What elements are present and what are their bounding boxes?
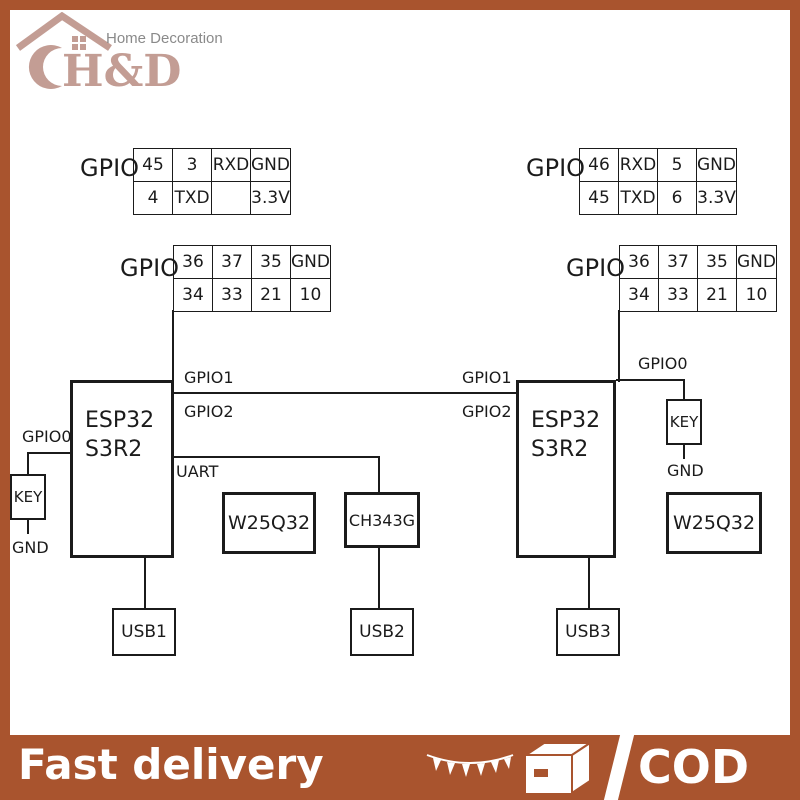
bunting-icon: [426, 754, 514, 777]
right-gpio1-label: GPIO1: [462, 368, 512, 387]
wire: [172, 310, 174, 382]
right-gpio2-label: GPIO2: [462, 402, 512, 421]
left-bottom-gpio-label: GPIO: [120, 254, 180, 282]
pin-cell: 21: [251, 278, 291, 312]
pin-cell: 3.3V: [696, 181, 737, 215]
right-esp32-chip: ESP32 S3R2: [516, 380, 616, 558]
chip-model: ESP32: [85, 408, 155, 433]
pin-cell: TXD: [172, 181, 212, 215]
logo-crescent-icon: [28, 45, 62, 90]
left-key-gnd-label: GND: [12, 538, 49, 557]
pin-cell: 10: [290, 278, 331, 312]
frame-right: [790, 0, 800, 735]
left-esp32-chip: ESP32 S3R2: [70, 380, 174, 558]
uart-label: UART: [176, 462, 219, 481]
chip-variant: S3R2: [85, 436, 143, 462]
right-bottom-header: 36 37 35 GND 34 33 21 10: [619, 245, 777, 312]
pin-cell: RXD: [211, 148, 251, 182]
pin-cell: 36: [619, 245, 659, 279]
right-top-gpio-label: GPIO: [526, 154, 586, 182]
usb-label: USB1: [121, 622, 167, 642]
pin-cell: RXD: [618, 148, 658, 182]
pin-cell: 10: [736, 278, 777, 312]
key-label: KEY: [13, 488, 43, 506]
wire: [27, 452, 29, 474]
pin-cell: GND: [696, 148, 737, 182]
right-key-gnd-label: GND: [667, 461, 704, 480]
left-top-gpio-label: GPIO: [80, 154, 140, 182]
pin-cell: 45: [579, 181, 619, 215]
wire: [588, 557, 590, 610]
right-key-gpio-label: GPIO0: [638, 354, 688, 373]
logo-text: H&D: [62, 46, 182, 97]
wire: [378, 548, 380, 610]
pin-cell: 33: [212, 278, 252, 312]
pin-cell: 3: [172, 148, 212, 182]
pin-cell: 6: [657, 181, 697, 215]
pin-cell: 21: [697, 278, 737, 312]
box-icon: [522, 741, 594, 795]
wire: [27, 520, 29, 534]
pin-cell: GND: [290, 245, 331, 279]
wire-uart: [173, 456, 379, 458]
ch343g-chip: CH343G: [344, 492, 420, 548]
wire: [683, 445, 685, 459]
flash-label: W25Q32: [227, 512, 311, 534]
left-key-gpio-label: GPIO0: [22, 427, 72, 446]
pin-cell: 46: [579, 148, 619, 182]
left-gpio2-label: GPIO2: [184, 402, 234, 421]
bridge-label: CH343G: [348, 510, 416, 530]
pin-cell: 37: [658, 245, 698, 279]
usb2-port: USB2: [350, 608, 414, 656]
pin-cell: 33: [658, 278, 698, 312]
pin-cell: 35: [697, 245, 737, 279]
cod-text: COD: [638, 740, 750, 794]
left-key-button: KEY: [10, 474, 46, 520]
chip-variant: S3R2: [531, 436, 589, 462]
house-roof-icon: [15, 12, 112, 51]
pin-cell: 34: [173, 278, 213, 312]
pin-cell: 34: [619, 278, 659, 312]
key-label: KEY: [669, 413, 699, 431]
left-gpio1-label: GPIO1: [184, 368, 234, 387]
left-flash-chip: W25Q32: [222, 492, 316, 554]
pin-cell: 3.3V: [250, 181, 291, 215]
pin-cell: 4: [133, 181, 173, 215]
usb3-port: USB3: [556, 608, 620, 656]
wire: [378, 456, 380, 492]
left-bottom-header: 36 37 35 GND 34 33 21 10: [173, 245, 331, 312]
frame-left: [0, 0, 10, 735]
fast-delivery-text: Fast delivery: [18, 740, 324, 789]
wire-gpio1: [173, 392, 518, 394]
wire: [618, 310, 620, 382]
right-bottom-gpio-label: GPIO: [566, 254, 626, 282]
cod-divider: [603, 735, 635, 800]
wire-key: [27, 452, 72, 454]
usb-label: USB2: [359, 622, 405, 642]
pin-cell: [211, 181, 251, 215]
wire-key: [616, 379, 684, 381]
chip-model: ESP32: [531, 408, 601, 433]
wire: [144, 557, 146, 610]
pin-cell: 36: [173, 245, 213, 279]
flash-label: W25Q32: [672, 512, 756, 534]
right-flash-chip: W25Q32: [666, 492, 762, 554]
usb1-port: USB1: [112, 608, 176, 656]
pin-cell: 37: [212, 245, 252, 279]
wire: [683, 379, 685, 399]
footer-banner: Fast delivery COD: [0, 735, 800, 800]
left-top-header: 45 3 RXD GND 4 TXD 3.3V: [133, 148, 291, 215]
pin-cell: 35: [251, 245, 291, 279]
pin-cell: GND: [250, 148, 291, 182]
frame-top: [0, 0, 800, 10]
pin-cell: TXD: [618, 181, 658, 215]
pin-cell: GND: [736, 245, 777, 279]
logo-tagline: Home Decoration: [106, 30, 223, 47]
usb-label: USB3: [565, 622, 611, 642]
pin-cell: 5: [657, 148, 697, 182]
right-key-button: KEY: [666, 399, 702, 445]
right-top-header: 46 RXD 5 GND 45 TXD 6 3.3V: [579, 148, 737, 215]
pin-cell: 45: [133, 148, 173, 182]
